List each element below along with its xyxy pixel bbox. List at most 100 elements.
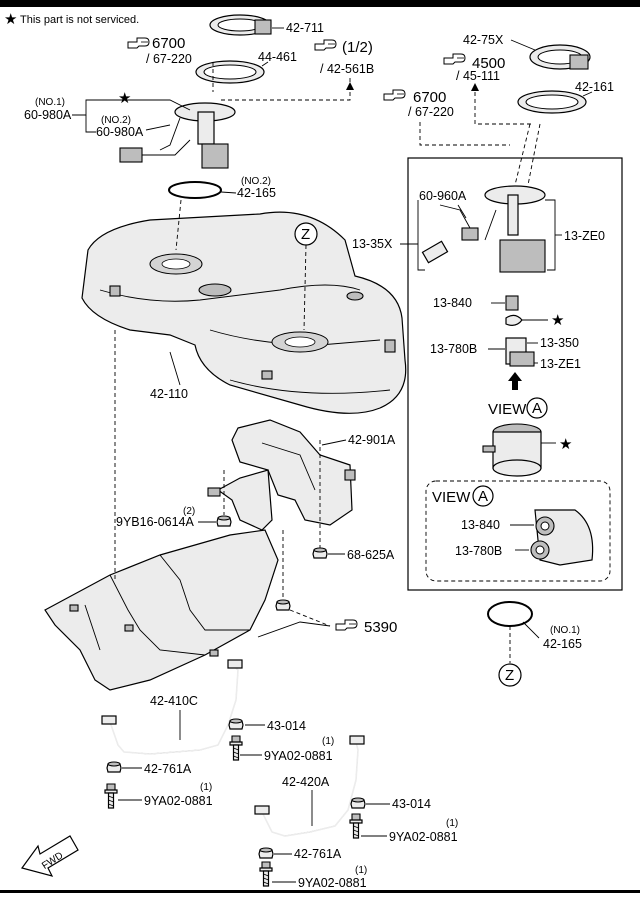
label-60-980A-no1: 60-980A xyxy=(24,108,72,122)
fwd-arrow-icon: FWD xyxy=(21,835,79,877)
label-13-350: 13-350 xyxy=(540,336,579,350)
gasket-ring-part xyxy=(195,60,265,84)
z-marker-bottom-letter: Z xyxy=(505,667,514,684)
label-9YA02-b-tag: (1) xyxy=(200,782,212,793)
ref-6700-main[interactable]: 6700 xyxy=(152,35,185,52)
label-13-840: 13-840 xyxy=(433,296,472,310)
ref-6700-sub[interactable]: / 67-220 xyxy=(146,52,192,66)
view-label: VIEW xyxy=(488,401,527,418)
nut-9YB16-part xyxy=(216,515,232,527)
nut-43-014-b-part xyxy=(350,797,366,809)
label-44-461: 44-461 xyxy=(258,50,297,64)
view-a-inset xyxy=(425,480,611,582)
o-ring-13-840-part xyxy=(505,295,519,311)
label-42-161: 42-161 xyxy=(575,80,614,94)
pressure-regulator-part xyxy=(505,337,535,367)
nut-42-761A-a-part xyxy=(106,761,122,773)
bolt-9YA02-b-part xyxy=(104,783,118,809)
pump-body-part xyxy=(482,423,542,477)
nut-43-014-a-part xyxy=(228,718,244,730)
strap-42-410C-part xyxy=(101,659,243,755)
heat-shield-part xyxy=(207,419,356,531)
label-42-420A: 42-420A xyxy=(282,775,330,789)
label-13-780B: 13-780B xyxy=(430,342,477,356)
ref-4500-main[interactable]: 4500 xyxy=(472,55,505,72)
ref-half-sub[interactable]: / 42-561B xyxy=(320,62,374,76)
label-42-761A-a: 42-761A xyxy=(144,762,192,776)
pointing-hand-icon xyxy=(443,53,466,65)
ref-half-main[interactable]: (1/2) xyxy=(342,39,373,56)
label-13-840-view: 13-840 xyxy=(461,518,500,532)
bottom-border xyxy=(0,890,640,893)
label-9YA02-d: 9YA02-0881 xyxy=(298,876,367,890)
o-ring-42-165-bottom-part xyxy=(487,601,533,627)
label-60-980A-no2-tag: (NO.2) xyxy=(101,115,131,126)
not-serviced-star-icon: ★ xyxy=(118,90,131,107)
clip-part xyxy=(505,314,523,326)
label-42-165-bottom-tag: (NO.1) xyxy=(550,625,580,636)
label-42-165-top: 42-165 xyxy=(237,186,276,200)
strap-42-420A-part xyxy=(254,735,365,837)
lock-ring-right-part xyxy=(529,44,591,70)
ref-4500-sub[interactable]: / 45-111 xyxy=(456,69,500,83)
fuel-pump-unit-part xyxy=(119,102,236,169)
label-42-761A-b: 42-761A xyxy=(294,847,342,861)
z-marker-top-letter: Z xyxy=(301,226,310,243)
label-9YB16: 9YB16-0614A xyxy=(116,515,195,529)
label-9YA02-a-tag: (1) xyxy=(322,736,334,747)
label-60-980A-no2: 60-980A xyxy=(96,125,144,139)
up-arrow-icon xyxy=(508,372,522,390)
legend-text: This part is not serviced. xyxy=(20,14,139,26)
label-60-980A-no1-tag: (NO.1) xyxy=(35,97,65,108)
label-60-960A: 60-960A xyxy=(419,189,467,203)
label-42-165-top-tag: (NO.2) xyxy=(241,176,271,187)
pointing-hand-icon xyxy=(127,37,150,49)
ref-5390-main[interactable]: 5390 xyxy=(364,619,397,636)
fuel-tank-part xyxy=(81,211,407,414)
label-9YA02-d-tag: (1) xyxy=(355,865,367,876)
fuel-level-sensor-part xyxy=(421,204,479,264)
label-42-110: 42-110 xyxy=(150,387,188,401)
label-13-35X: 13-35X xyxy=(352,237,393,251)
top-border xyxy=(0,0,640,7)
label-9YA02-b: 9YA02-0881 xyxy=(144,794,213,808)
view-a-marker[interactable] xyxy=(526,397,548,419)
view-box-a-letter: A xyxy=(478,488,488,505)
bolt-9YA02-d-part xyxy=(259,861,273,887)
label-9YA02-c: 9YA02-0881 xyxy=(389,830,458,844)
view-a-detail-part xyxy=(530,509,594,566)
label-9YA02-c-tag: (1) xyxy=(446,818,458,829)
z-marker-bottom[interactable] xyxy=(498,663,522,687)
not-serviced-star-icon: ★ xyxy=(551,312,564,329)
under-cover-part xyxy=(44,529,279,691)
ref-6700-b-sub[interactable]: / 67-220 xyxy=(408,105,454,119)
label-42-410C: 42-410C xyxy=(150,694,198,708)
ref-6700-b-main[interactable]: 6700 xyxy=(413,89,446,106)
label-13-780B-view: 13-780B xyxy=(455,544,502,558)
label-13-ZE1: 13-ZE1 xyxy=(540,357,581,371)
gasket-right-part xyxy=(517,90,587,114)
pointing-hand-icon xyxy=(335,619,358,631)
label-13-ZE0: 13-ZE0 xyxy=(564,229,605,243)
pointing-hand-icon xyxy=(383,89,406,101)
nut-42-761A-b-part xyxy=(258,847,274,859)
label-43-014-b: 43-014 xyxy=(392,797,431,811)
bolt-9YA02-c-part xyxy=(349,813,363,839)
label-42-165-bottom: 42-165 xyxy=(543,637,582,651)
legend-star-icon: ★ xyxy=(4,11,17,28)
pointing-hand-icon xyxy=(314,39,337,51)
label-42-901A: 42-901A xyxy=(348,433,396,447)
pump-detail-box xyxy=(407,157,623,591)
not-serviced-star-icon: ★ xyxy=(559,436,572,453)
label-42-711: 42-711 xyxy=(286,21,324,35)
label-9YB16-tag: (2) xyxy=(183,506,195,517)
label-68-625A: 68-625A xyxy=(347,548,395,562)
label-42-75X: 42-75X xyxy=(463,33,504,47)
clip-68-625A-part xyxy=(312,547,328,559)
view-box-a-marker xyxy=(472,485,494,507)
pump-module-part xyxy=(484,185,546,273)
view-box-label: VIEW xyxy=(432,489,471,506)
lock-ring-part xyxy=(209,14,272,36)
